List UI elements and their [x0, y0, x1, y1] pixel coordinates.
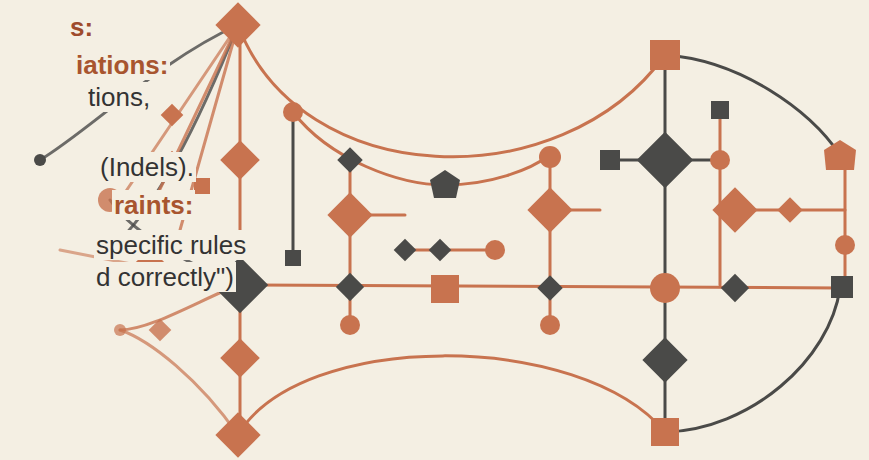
network-square [285, 250, 301, 266]
right-arch [665, 288, 840, 432]
note-text: d correctly") [94, 262, 236, 292]
network-square [600, 150, 620, 170]
note-text: (Indels). [98, 152, 196, 182]
network-dot [835, 235, 855, 255]
vertical-link [719, 110, 722, 285]
network-diamond [721, 274, 749, 302]
network-square [194, 178, 210, 194]
lower-arch [238, 356, 665, 435]
network-dot [283, 102, 303, 122]
upper-arch [238, 25, 665, 157]
network-square [431, 275, 459, 303]
network-diamond [337, 147, 362, 172]
network-diamond [220, 338, 260, 378]
network-diamond [429, 239, 452, 262]
network-diamond [777, 197, 802, 222]
network-dot [539, 146, 561, 168]
network-dot [485, 240, 505, 260]
network-dot [114, 324, 126, 336]
network-shapes [34, 2, 856, 457]
network-dot [34, 154, 46, 166]
network-diamond [327, 192, 372, 237]
network-diamond [637, 132, 694, 189]
network-diamond [336, 273, 364, 301]
network-square [650, 40, 680, 70]
right-arch [665, 55, 840, 155]
network-diamond [537, 275, 562, 300]
network-square [651, 418, 679, 446]
network-diamond [394, 239, 417, 262]
network-diamond [642, 337, 687, 382]
note-text: raints: [112, 190, 195, 220]
note-text: tions, [86, 82, 152, 112]
network-diamond [712, 187, 757, 232]
network-dot [340, 315, 360, 335]
network-diamond [215, 2, 260, 47]
inner-arch [293, 112, 550, 185]
vertical-link [844, 155, 847, 288]
network-diamond [149, 319, 172, 342]
vertical-link [292, 112, 295, 258]
network-links [40, 25, 845, 435]
network-square [831, 276, 853, 298]
network-dot [710, 150, 730, 170]
network-dot [540, 315, 560, 335]
note-text: specific rules [94, 230, 248, 260]
network-diamond [220, 140, 260, 180]
network-square [711, 101, 729, 119]
note-text: iations: [74, 50, 170, 80]
note-text: s: [68, 12, 95, 42]
network-pentagon [430, 170, 460, 198]
network-dot [650, 273, 680, 303]
fan-link [120, 330, 238, 435]
network-diamond [161, 104, 184, 127]
network-pentagon [824, 140, 856, 170]
network-diamond [215, 412, 260, 457]
network-diamond [527, 187, 572, 232]
